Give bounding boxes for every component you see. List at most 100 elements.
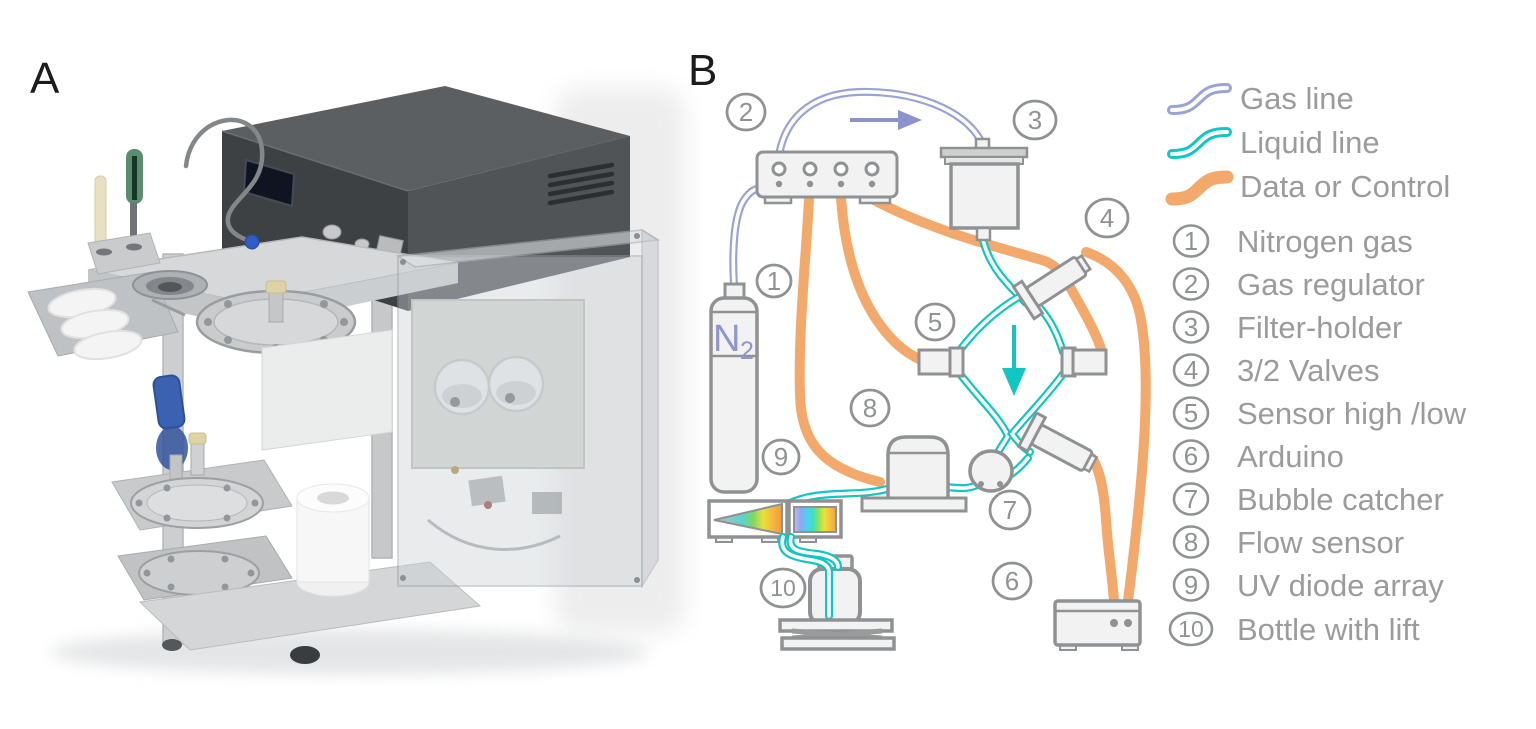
callout-3-num: 3 (1028, 105, 1042, 135)
data-line-label: Data or Control (1240, 169, 1450, 204)
list-label: Filter-holder (1237, 310, 1402, 345)
arrow-head-icon (898, 110, 922, 130)
flange-plate-low (117, 535, 293, 601)
control-line-top-valve-arduino (1081, 247, 1151, 606)
flow-sensor-body (886, 435, 950, 501)
component-list: 1 Nitrogen gas 2 Gas regulator 3 Filter-… (1168, 224, 1467, 647)
valve-nub (1082, 452, 1099, 474)
callout-6-num: 6 (1005, 566, 1019, 596)
list-label: Bubble catcher (1237, 482, 1444, 517)
callout-2: 2 (725, 92, 767, 132)
sensor-left (917, 346, 965, 378)
tool-holder (87, 149, 161, 275)
internal-dot (484, 501, 492, 509)
list-item-6: 6 Arduino (1172, 439, 1344, 474)
tray-arm (151, 298, 186, 317)
liquid-gap (780, 535, 831, 618)
list-label: Nitrogen gas (1237, 224, 1413, 259)
uv-spectrum (793, 506, 837, 533)
legend-liquid-line: Liquid line (1167, 125, 1380, 160)
port-dot (505, 393, 515, 403)
uv-beam-cone (713, 502, 783, 536)
list-num: 9 (1184, 570, 1198, 600)
control-line-regulator-flowsensor (794, 193, 885, 487)
screwdriver-shaft (130, 203, 137, 259)
list-item-7: 7 Bubble catcher (1172, 482, 1444, 517)
internal-module (532, 492, 562, 514)
filter-body (949, 162, 1020, 230)
mid-enclosure (261, 329, 393, 451)
control-line-regulator-left-sensor (836, 193, 928, 366)
sensor-right (1060, 346, 1108, 378)
regulator-ports (771, 161, 880, 177)
blue-fitting (244, 234, 260, 250)
callout-8: 8 (849, 388, 891, 428)
filter-disc (73, 329, 143, 361)
list-num: 8 (1184, 527, 1198, 557)
list-item-10: 10 Bottle with lift (1168, 611, 1420, 647)
valve-body (1030, 424, 1094, 472)
foot (290, 646, 320, 664)
screwdriver-core (132, 156, 137, 200)
list-num: 6 (1184, 441, 1198, 471)
list-num: 7 (1184, 484, 1198, 514)
sensor-body (1071, 348, 1108, 376)
tool-hole (96, 248, 112, 256)
arduino (1053, 599, 1142, 651)
center-post (268, 289, 284, 323)
box-edge-highlight (221, 130, 409, 192)
data-control-lines (794, 193, 1151, 606)
callout-10-num: 10 (770, 575, 796, 601)
list-num: 2 (1184, 269, 1198, 299)
valve-nub (1074, 253, 1092, 275)
flow-sensor (860, 435, 968, 513)
bubble-port (978, 481, 984, 487)
list-item-2: 2 Gas regulator (1172, 267, 1425, 302)
list-num: 10 (1178, 616, 1204, 642)
paper-roll (296, 483, 370, 597)
sensor-band (948, 346, 965, 378)
tank-body (709, 296, 759, 494)
valve-top (1011, 253, 1092, 321)
list-item-3: 3 Filter-holder (1172, 310, 1402, 345)
pump-fitting (322, 224, 342, 240)
regulator-body (755, 150, 899, 199)
arduino-port (1110, 619, 1118, 627)
list-num: 1 (1184, 226, 1198, 256)
list-num: 3 (1184, 312, 1198, 342)
lift-bottom-plate (780, 636, 896, 651)
acrylic-side (641, 228, 659, 589)
bottle-body (808, 567, 862, 626)
liquid-flow-arrow (1002, 325, 1026, 396)
callout-10: 10 (759, 567, 807, 609)
internal-module (468, 475, 506, 507)
tool-hole (126, 243, 142, 251)
list-item-4: 4 3/2 Valves (1172, 353, 1379, 388)
display-screen (242, 158, 296, 208)
list-label: UV diode array (1237, 568, 1444, 603)
valve-bottom (1016, 410, 1099, 474)
internal-tube (427, 518, 561, 551)
callout-1-num: 1 (767, 266, 781, 296)
callout-5-num: 5 (928, 307, 942, 337)
nitrogen-label-sub: 2 (740, 337, 754, 365)
sensor-body (917, 348, 954, 376)
gas-line-gap (776, 90, 986, 165)
bubble-catcher-body (968, 449, 1014, 493)
bottle-with-lift (778, 533, 896, 651)
arrow-head-icon (1002, 368, 1026, 396)
list-label: 3/2 Valves (1237, 353, 1379, 388)
foot (162, 639, 182, 651)
control-line-bottom-valve-arduino (1087, 453, 1119, 606)
flange-plate-mid (111, 432, 293, 531)
flow-sensor-base (860, 496, 968, 513)
list-label: Arduino (1237, 439, 1344, 474)
acrylic-front (397, 255, 643, 587)
corner-screws (400, 233, 640, 583)
gas-flow-arrow (850, 110, 922, 130)
floor-shadow (50, 630, 650, 674)
list-item-5: 5 Sensor high /low (1172, 396, 1467, 431)
vent-slats-icon (547, 162, 615, 206)
panel-a-instrument-render (27, 86, 685, 674)
